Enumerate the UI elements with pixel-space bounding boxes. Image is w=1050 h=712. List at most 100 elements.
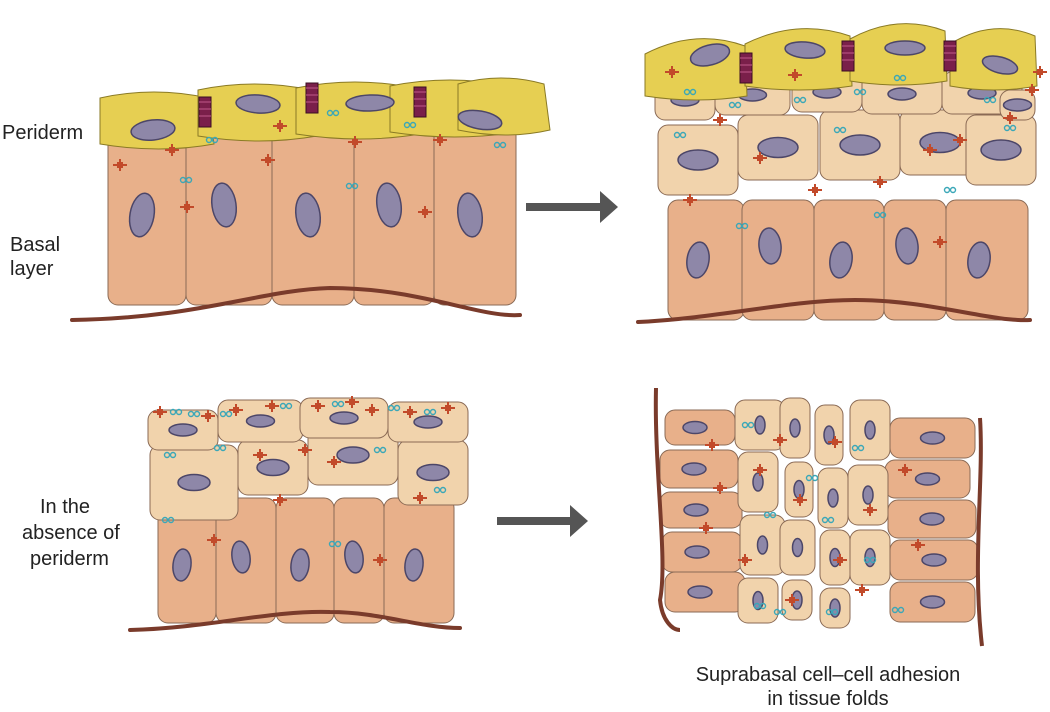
process-arrow	[526, 191, 618, 223]
adherens-junction	[821, 516, 835, 524]
nucleus	[791, 537, 804, 558]
adherens-junction	[345, 182, 359, 190]
adherens-junction	[179, 176, 193, 184]
periderm-cell	[644, 38, 748, 101]
nucleus	[756, 535, 769, 555]
desmosome-junction	[683, 194, 697, 206]
desmosome-junction	[229, 404, 243, 416]
nucleus	[1002, 98, 1033, 112]
desmosome-junction	[311, 400, 325, 412]
desmosome-junction	[923, 144, 937, 156]
label-absence-line1: In the	[40, 496, 91, 518]
desmosome-junction	[1025, 84, 1039, 96]
label-absence-line2: absence of	[22, 522, 120, 544]
adherens-junction	[825, 608, 839, 616]
adherens-junction	[423, 408, 437, 416]
process-arrow	[497, 505, 588, 537]
adherens-junction	[741, 421, 755, 429]
adherens-junction	[205, 136, 219, 144]
nucleus	[329, 411, 359, 425]
desmosome-junction	[373, 554, 387, 566]
nucleus	[457, 109, 503, 131]
nucleus	[375, 182, 403, 228]
desmosome-junction	[265, 400, 279, 412]
periderm-cell	[744, 28, 853, 91]
desmosome-junction	[403, 406, 417, 418]
nucleus	[404, 548, 424, 582]
nucleus	[172, 548, 192, 582]
nucleus	[758, 227, 782, 265]
nucleus	[967, 241, 991, 279]
caption-line1: Suprabasal cell–cell adhesion	[695, 664, 961, 686]
adherens-junction	[833, 126, 847, 134]
desmosome-junction	[273, 120, 287, 132]
adherens-junction	[983, 96, 997, 104]
nucleus	[294, 192, 322, 238]
nucleus	[754, 415, 766, 435]
adherens-junction	[187, 410, 201, 418]
desmosome-junction	[180, 201, 194, 213]
periderm-junction-marker	[739, 52, 753, 84]
nucleus	[887, 87, 917, 101]
adherens-junction	[891, 606, 905, 614]
desmosome-junction	[441, 402, 455, 414]
nucleus	[344, 540, 364, 574]
nucleus	[245, 414, 276, 428]
desmosome-junction	[699, 522, 713, 534]
desmosome-junction	[855, 584, 869, 596]
desmosome-junction	[713, 482, 727, 494]
adherens-junction	[851, 444, 865, 452]
adherens-junction	[673, 131, 687, 139]
desmosome-junction	[1033, 66, 1047, 78]
adherens-junction	[805, 474, 819, 482]
nucleus	[827, 488, 839, 508]
basement-membrane	[653, 387, 681, 632]
nucleus	[235, 94, 281, 114]
periderm-junction-marker	[841, 40, 855, 72]
label-basal-line2: layer	[10, 258, 54, 280]
nucleus	[895, 227, 919, 265]
nucleus	[677, 149, 719, 171]
nucleus	[884, 40, 926, 56]
desmosome-junction	[433, 134, 447, 146]
desmosome-junction	[833, 554, 847, 566]
adherens-junction	[683, 88, 697, 96]
desmosome-junction	[1003, 112, 1017, 124]
desmosome-junction	[808, 184, 822, 196]
adherens-junction	[219, 410, 233, 418]
periderm-junction-marker	[943, 40, 957, 72]
nucleus	[864, 420, 876, 440]
label-absence-line3: periderm	[30, 548, 109, 570]
desmosome-junction	[665, 66, 679, 78]
panel-periderm-after	[636, 23, 1047, 324]
nucleus	[914, 472, 941, 486]
desmosome-junction	[898, 464, 912, 476]
nucleus	[231, 540, 251, 574]
desmosome-junction	[348, 136, 362, 148]
nucleus	[919, 595, 946, 609]
desmosome-junction	[261, 154, 275, 166]
arrows	[497, 191, 618, 537]
nucleus	[456, 192, 484, 238]
nucleus	[829, 241, 853, 279]
desmosome-junction	[298, 444, 312, 456]
desmosome-junction	[365, 404, 379, 416]
label-basal-line1: Basal	[10, 234, 61, 256]
adherens-junction	[279, 402, 293, 410]
adherens-junction	[793, 96, 807, 104]
caption-line2: in tissue folds	[767, 688, 889, 710]
adherens-junction	[331, 400, 345, 408]
desmosome-junction	[911, 539, 925, 551]
desmosome-junction	[113, 159, 127, 171]
nucleus	[681, 462, 707, 476]
nucleus	[921, 553, 947, 567]
panel-tissue-fold	[653, 387, 984, 647]
desmosome-junction	[828, 436, 842, 448]
adherens-junction	[163, 451, 177, 459]
nucleus	[168, 423, 198, 437]
nucleus	[981, 55, 1019, 75]
nucleus	[336, 446, 370, 464]
adherens-junction	[169, 408, 183, 416]
basement-membrane	[975, 417, 984, 647]
adherens-junction	[753, 602, 767, 610]
